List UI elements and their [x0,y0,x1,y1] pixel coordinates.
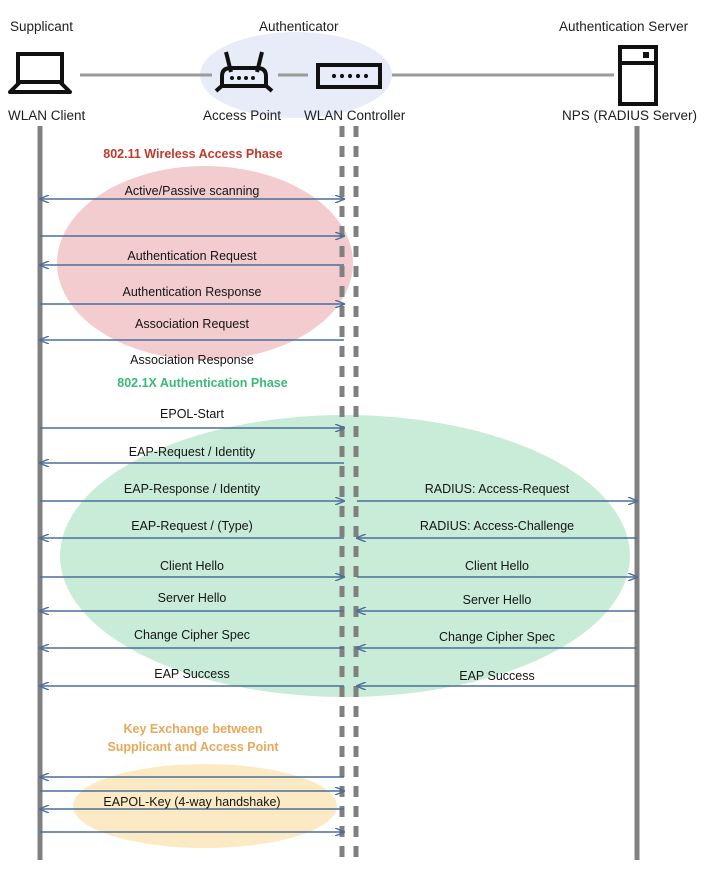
message-label: Client Hello [465,559,529,573]
message-label: Client Hello [160,559,224,573]
server-icon [618,45,658,106]
message-label: Authentication Request [127,249,257,263]
message-label: EAP Success [459,669,535,683]
actor-role-supplicant: Supplicant [10,19,74,34]
message-label: Association Request [135,317,249,331]
message-label: Authentication Response [122,285,262,299]
wlan-controller-icon [316,63,382,89]
message-label: EAPOL-Key (4-way handshake) [103,795,281,809]
message-label: Server Hello [462,593,532,607]
message-label: Active/Passive scanning [124,184,260,198]
message-label: EAP-Request / Identity [128,445,256,459]
phase-label-key-exchange-line1: Key Exchange between [123,722,263,736]
phase-ellipse-dot1x [60,415,630,697]
message-label: Change Cipher Spec [438,630,556,644]
phase-label-dot1x: 802.1X Authentication Phase [117,376,288,390]
device-label-wlan-controller: WLAN Controller [304,108,406,123]
laptop-icon [8,52,72,94]
actor-role-authenticator: Authenticator [259,19,339,34]
message-label: Server Hello [157,591,227,605]
message-label: EAP Success [154,667,230,681]
message-label: RADIUS: Access-Request [424,482,570,496]
device-label-wlan-client: WLAN Client [8,108,86,123]
message-label: RADIUS: Access-Challenge [419,519,575,533]
message-label: EPOL-Start [160,407,224,421]
phase-label-wireless-access: 802.11 Wireless Access Phase [103,147,283,161]
phase-ellipse-wireless-access [57,166,353,360]
phase-label-key-exchange-line2: Supplicant and Access Point [107,740,279,754]
phase-ellipse-key-exchange [73,764,337,848]
message-label: Association Response [130,353,254,367]
message-label: EAP-Request / (Type) [131,519,253,533]
access-point-icon [214,51,274,93]
message-label: Change Cipher Spec [133,628,251,642]
actor-role-auth-server: Authentication Server [559,19,689,34]
device-label-access-point: Access Point [203,108,282,123]
device-label-nps: NPS (RADIUS Server) [562,108,698,123]
message-label: EAP-Response / Identity [123,482,261,496]
